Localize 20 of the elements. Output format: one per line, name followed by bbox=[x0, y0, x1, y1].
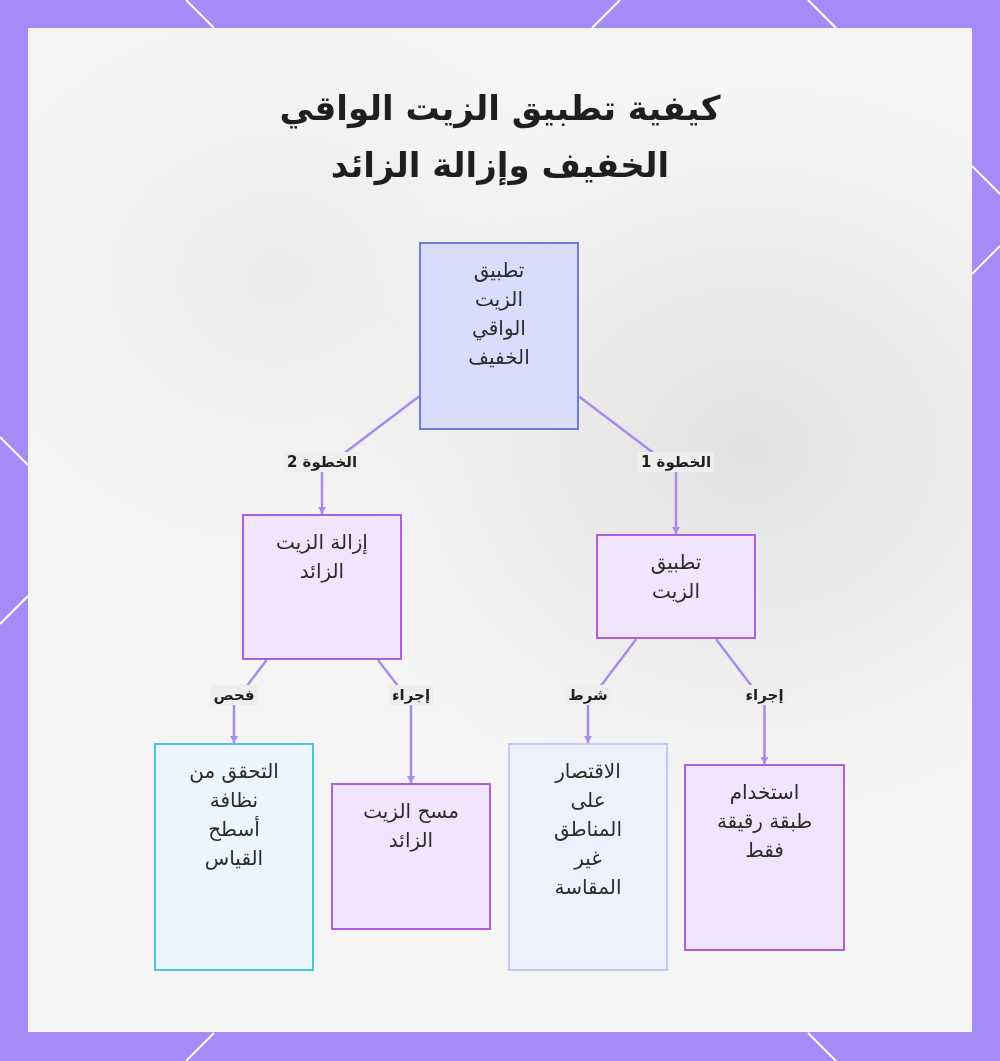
edge-label: شرط bbox=[565, 685, 611, 705]
process-box bbox=[684, 764, 845, 951]
edge-label: الخطوة 1 bbox=[637, 452, 715, 472]
edge-label: فحص bbox=[210, 685, 258, 705]
process-box bbox=[331, 783, 491, 930]
process-box bbox=[419, 242, 579, 430]
node-label: إزالة الزيت الزائد bbox=[275, 529, 369, 585]
process-box bbox=[242, 514, 402, 660]
process-box bbox=[154, 743, 314, 971]
title: كيفية تطبيق الزيت الواقي الخفيف وإزالة الزائد bbox=[278, 87, 722, 188]
process-box bbox=[508, 743, 668, 971]
node-label: التحقق من نظافة أسطح القياس bbox=[188, 758, 280, 872]
node-label: الاقتصار على المناطق غير المقاسة bbox=[553, 758, 623, 901]
node-label: مسح الزيت الزائد bbox=[362, 798, 460, 854]
process-box bbox=[596, 534, 756, 639]
node-label: استخدام طبقة رقيقة فقط bbox=[715, 779, 814, 864]
node-label: تطبيق الزيت الواقي الخفيف bbox=[467, 257, 531, 371]
edge-label: إجراء bbox=[388, 685, 434, 705]
edge-label: الخطوة 2 bbox=[283, 452, 361, 472]
node-label: تطبيق الزيت bbox=[649, 549, 703, 605]
